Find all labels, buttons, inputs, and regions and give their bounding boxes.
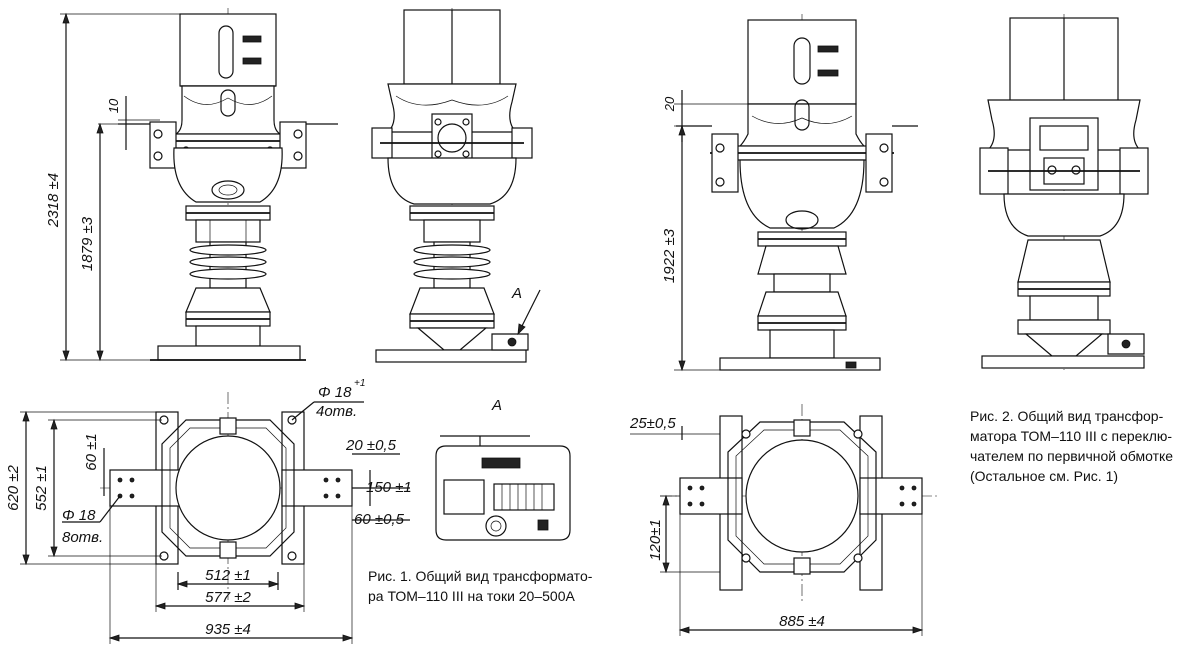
fig2-caption-line: чателем по первичной обмотке [970,448,1174,464]
fig1-plan-935: 935 ±4 [205,621,251,638]
fig2-front-view [674,14,918,372]
fig1-hole-large: Φ 18 [318,384,352,401]
fig1-hole-small-count: 8отв. [62,529,103,546]
fig2-height: 1922 ±3 [661,228,678,283]
fig2-caption: Рис. 2. Общий вид трансфор- матора ТОМ–1… [970,406,1173,486]
fig1-plan-150: 150 ±1 [366,479,412,496]
fig2-plan-120: 120±1 [647,519,664,561]
fig1-side-view [371,8,541,363]
fig1-hole-large-tol: +1 [354,378,365,389]
fig1-hole-small: Φ 18 [62,507,96,524]
fig2-side-view [979,14,1149,370]
fig1-height-total: 2318 ±4 [45,173,62,228]
fig2-plan-885: 885 ±4 [779,613,825,630]
fig1-caption-line: ра ТОМ–110 III на токи 20–500А [368,588,575,604]
fig1-plan-552: 552 ±1 [33,465,50,511]
arrow-a-label: A [511,285,522,302]
fig2-caption-line: матора ТОМ–110 III с переклю- [970,428,1173,444]
fig1-plan-577: 577 ±2 [205,589,251,606]
fig2-plan-view [630,404,940,636]
fig1-plan-60b: 60 ±0,5 [354,511,405,528]
detail-a-label: A [491,397,502,414]
fig1-plan-620: 620 ±2 [5,464,22,510]
fig2-caption-line: Рис. 2. Общий вид трансфор- [970,408,1164,424]
fig1-caption-line: Рис. 1. Общий вид трансформато- [368,568,593,584]
fig1-plan-20: 20 ±0,5 [345,437,397,454]
fig2-top-offset: 20 [662,96,677,112]
fig1-insulator [189,241,267,289]
fig2-caption-line: (Остальное см. Рис. 1) [970,468,1119,484]
fig1-plan-512: 512 ±1 [205,567,251,584]
fig2-plan-25: 25±0,5 [629,415,676,432]
fig1-height-lower: 1879 ±3 [79,216,96,271]
fig1-front-view [60,8,338,362]
fig1-caption: Рис. 1. Общий вид трансформато- ра ТОМ–1… [368,566,592,606]
fig1-plan-60: 60 ±1 [83,433,100,470]
fig1-top-offset: 10 [106,98,121,113]
fig1-plan-view [20,392,410,644]
detail-a-view [435,435,571,541]
fig1-hole-large-count: 4отв. [316,403,357,420]
